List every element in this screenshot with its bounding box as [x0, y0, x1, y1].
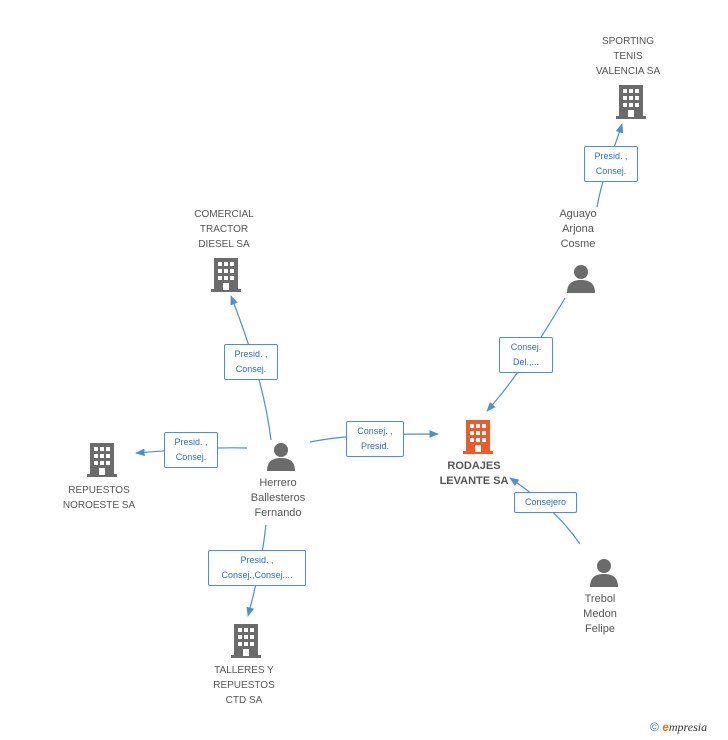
node-label-sporting[interactable]: SPORTING TENIS VALENCIA SA: [595, 36, 661, 77]
edge-label-line: Presid. ,: [174, 437, 208, 447]
node-label-comercial[interactable]: COMERCIAL TRACTOR DIESEL SA: [194, 209, 254, 250]
person-icon[interactable]: [566, 263, 596, 293]
edge-label-trebol-rodajes[interactable]: Consejero: [514, 492, 577, 513]
edge-label-line: Consej.,Consej....: [221, 570, 293, 580]
edge-label-line: Presid. ,: [240, 555, 274, 565]
building-icon[interactable]: [231, 624, 261, 658]
copyright-brand: © empresia: [650, 720, 707, 735]
brand-logo-e: e: [662, 720, 669, 734]
edge-label-herrero-rodajes[interactable]: Consej. , Presid.: [346, 421, 404, 457]
edge-label-herrero-talleres[interactable]: Presid. , Consej.,Consej....: [208, 550, 306, 586]
node-label-aguayo[interactable]: Aguayo Arjona Cosme: [559, 208, 597, 250]
node-label-rodajes[interactable]: RODAJES LEVANTE SA: [439, 460, 509, 487]
person-icon[interactable]: [266, 441, 296, 471]
node-label-talleres[interactable]: TALLERES Y REPUESTOS CTD SA: [213, 665, 275, 706]
edge-label-aguayo-rodajes[interactable]: Consej. Del.,...: [499, 337, 553, 373]
edge-label-aguayo-sporting[interactable]: Presid. , Consej.: [584, 146, 638, 182]
edge-label-herrero-noroeste[interactable]: Presid. , Consej.: [164, 432, 218, 468]
building-icon-focus[interactable]: [463, 420, 493, 454]
edge-label-line: Consej.: [510, 342, 542, 352]
node-label-repuestos-noroeste[interactable]: REPUESTOS NOROESTE SA: [62, 485, 136, 511]
edge-label-herrero-comercial[interactable]: Presid. , Consej.: [224, 344, 278, 380]
person-icon[interactable]: [589, 557, 619, 587]
edge-label-line: Presid. ,: [594, 151, 628, 161]
edge-label-line: Presid. ,: [234, 349, 268, 359]
edge-label-line: Del.,...: [512, 357, 539, 367]
copyright-symbol: ©: [650, 720, 659, 734]
node-label-trebol[interactable]: Trebol Medon Felipe: [583, 593, 617, 635]
edge-label-line: Consej. ,: [357, 426, 393, 436]
building-icon[interactable]: [616, 85, 646, 119]
building-icon[interactable]: [87, 443, 117, 477]
building-icon[interactable]: [211, 258, 241, 292]
edge-label-line: Consej.: [595, 166, 627, 176]
edge-label-line: Consej.: [175, 452, 207, 462]
edge-label-line: Consejero: [524, 497, 567, 507]
edge-label-line: Presid.: [360, 441, 389, 451]
edge-label-line: Consej.: [235, 364, 267, 374]
node-label-herrero[interactable]: Herrero Ballesteros Fernando: [250, 477, 306, 519]
brand-logo-text: mpresia: [668, 720, 708, 734]
